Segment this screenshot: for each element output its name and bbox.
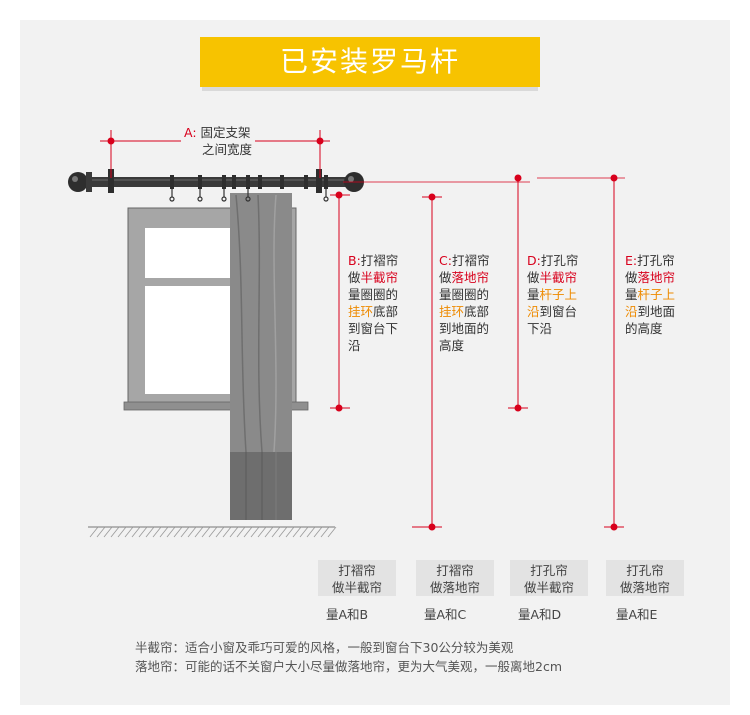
label-b-text2b: 半截帘 [360, 270, 399, 285]
tag-line1: 打褶帘 [436, 563, 474, 578]
tag-line1: 打褶帘 [338, 563, 376, 578]
label-e-text2a: 做 [625, 270, 638, 285]
label-e-text4a: 沿 [625, 304, 638, 319]
tag-line1: 打孔帘 [626, 563, 664, 578]
label-b-prefix: B [348, 253, 357, 268]
tag-line2: 做落地帘 [429, 580, 480, 595]
label-d-text4a: 沿 [527, 304, 540, 319]
note-floor-curtain: 落地帘：可能的话不关窗户大小尽量做落地帘，更为大气美观，一般离地2cm [135, 659, 563, 674]
page-title: 已安装罗马杆 [279, 45, 460, 78]
label-c-prefix: C [439, 253, 448, 268]
label-e-text5: 的高度 [625, 321, 663, 336]
tag-sub: 量A和E [616, 607, 658, 622]
label-c-text5: 到地面的 [439, 321, 490, 336]
label-b-text2a: 做 [348, 270, 361, 285]
label-d-text3b: 杆子上 [539, 287, 578, 302]
label-c-text4a: 挂环 [439, 304, 465, 319]
tag-pleat-half: 打褶帘 做半截帘 [318, 560, 396, 596]
label-c-text6: 高度 [439, 338, 465, 353]
label-e-sep: : [632, 253, 638, 268]
label-c-text3: 量圈圈的 [439, 287, 490, 302]
tag-sub: 量A和C [424, 607, 467, 622]
label-d-text1: 打孔帘 [540, 253, 579, 268]
label-a-prefix: A [184, 125, 193, 140]
label-d-text4b: 到窗台 [539, 304, 578, 319]
label-c-text2a: 做 [439, 270, 452, 285]
tag-line2: 做半截帘 [523, 580, 574, 595]
label-e-text3a: 量 [625, 287, 638, 302]
label-e-text2b: 落地帘 [637, 270, 676, 285]
label-c-text1: 打褶帘 [451, 253, 490, 268]
label-b-text3: 量圈圈的 [348, 287, 399, 302]
tag-pleat-floor: 打褶帘 做落地帘 [416, 560, 494, 596]
label-d: D:打孔帘 做半截帘 量杆子上 沿到窗台 下沿 [527, 252, 578, 337]
label-a-sep: : [192, 125, 197, 140]
label-b-text4a: 挂环 [348, 304, 374, 319]
tag-grommet-floor: 打孔帘 做落地帘 [606, 560, 684, 596]
label-c-sep: : [447, 253, 452, 268]
label-c: C:打褶帘 做落地帘 量圈圈的 挂环底部 到地面的 高度 [439, 252, 489, 354]
tag-line2: 做落地帘 [619, 580, 670, 595]
tag-line2: 做半截帘 [331, 580, 382, 595]
label-d-text3a: 量 [527, 287, 540, 302]
label-e-text4b: 到地面 [637, 304, 676, 319]
label-d-prefix: D [527, 253, 537, 268]
label-a: A: 固定支架 之间宽度 [181, 124, 256, 158]
label-d-sep: : [536, 253, 541, 268]
label-e-text1: 打孔帘 [637, 253, 675, 268]
curtain [230, 193, 292, 520]
tag-grommet-half: 打孔帘 做半截帘 [510, 560, 588, 596]
label-e-prefix: E [625, 253, 633, 268]
label-d-text5: 下沿 [527, 321, 553, 336]
label-e-text3b: 杆子上 [637, 287, 676, 302]
label-d-text2b: 半截帘 [539, 270, 578, 285]
label-d-text2a: 做 [527, 270, 540, 285]
tag-line1: 打孔帘 [530, 563, 568, 578]
label-b: B:打褶帘 做半截帘 量圈圈的 挂环底部 到窗台下 沿 [348, 252, 398, 354]
title-banner: 已安装罗马杆 [200, 37, 540, 87]
label-c-text4b: 底部 [464, 304, 490, 319]
label-a-line2: 之间宽度 [202, 142, 253, 157]
label-b-text6: 沿 [348, 338, 361, 353]
label-b-text5: 到窗台下 [348, 321, 399, 336]
label-b-text4b: 底部 [373, 304, 399, 319]
label-c-text2b: 落地帘 [451, 270, 490, 285]
floor [88, 526, 337, 538]
label-b-sep: : [356, 253, 361, 268]
label-e: E:打孔帘 做落地帘 量杆子上 沿到地面 的高度 [625, 252, 675, 337]
tag-sub: 量A和D [518, 607, 562, 622]
note-half-curtain: 半截帘：适合小窗及乖巧可爱的风格，一般到窗台下30公分较为美观 [135, 640, 514, 655]
label-a-line1: 固定支架 [200, 125, 251, 140]
label-b-text1: 打褶帘 [360, 253, 399, 268]
tag-sub: 量A和B [326, 607, 369, 622]
